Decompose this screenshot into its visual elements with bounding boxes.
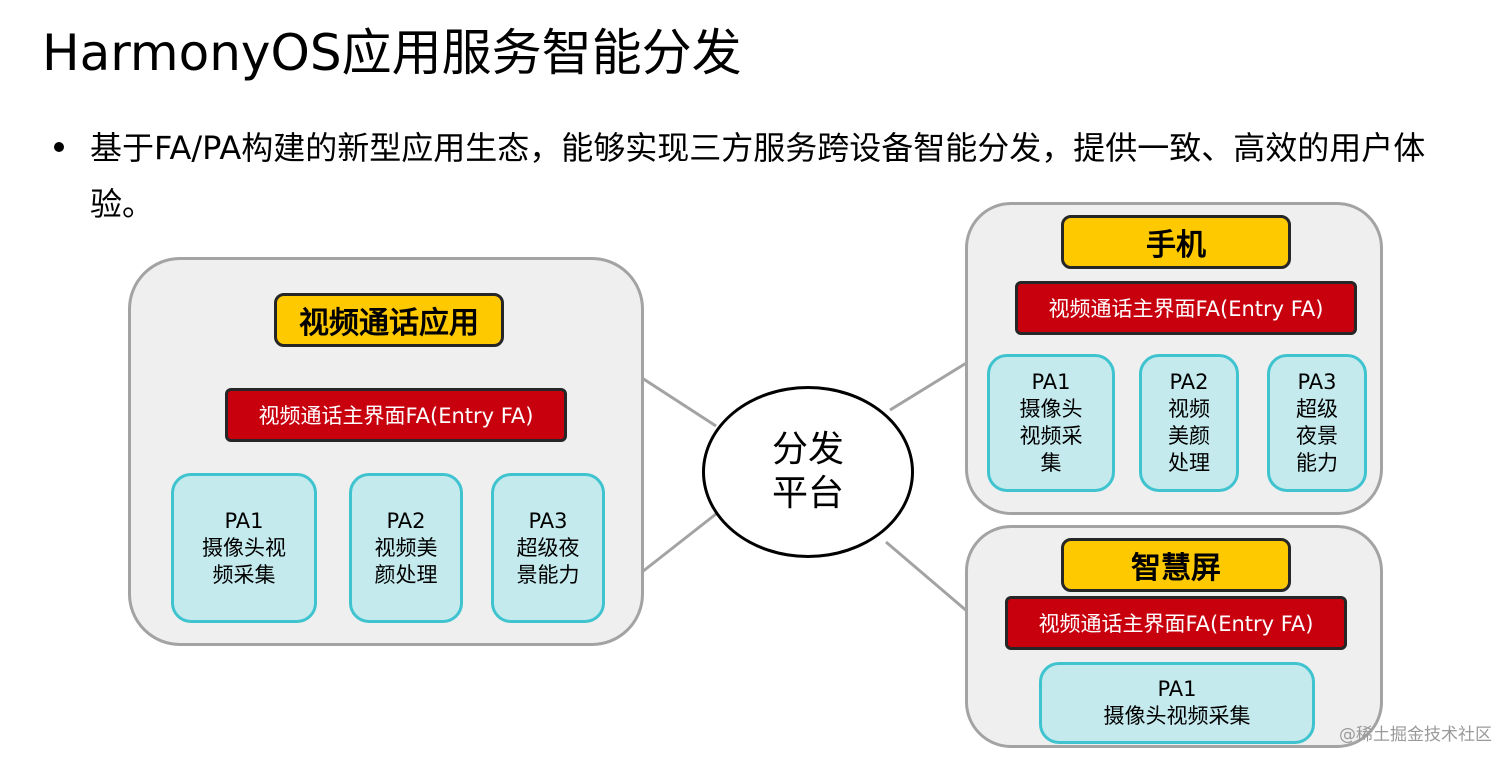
bullet-dot-icon [54,142,64,152]
entry-fa-box: 视频通话主界面FA(Entry FA) [1005,596,1347,650]
pa-line: PA2 [1169,370,1209,394]
video-call-app-group: 视频通话应用 视频通话主界面FA(Entry FA) PA1 摄像头视 频采集 … [128,257,644,646]
entry-fa-box: 视频通话主界面FA(Entry FA) [225,388,567,442]
pa-line: 摄像头 [1019,397,1083,421]
pa-line: 美颜 [1168,424,1210,448]
pa-line: 景能力 [516,562,580,587]
entry-fa-box: 视频通话主界面FA(Entry FA) [1015,281,1357,335]
pa-line: 视频采 [1019,424,1083,448]
connector-right-top [889,360,969,412]
hub-line: 分发 [771,429,844,470]
pa3-box: PA3 超级 夜景 能力 [1267,354,1367,492]
pa-line: PA2 [386,508,426,533]
pa-line: PA3 [528,508,568,533]
smart-screen-group: 智慧屏 视频通话主界面FA(Entry FA) PA1 摄像头视频采集 [965,525,1383,748]
pa1-box: PA1 摄像头视频采集 [1039,662,1315,744]
pa-line: 集 [1040,451,1062,475]
bullet-text: 基于FA/PA构建的新型应用生态，能够实现三方服务跨设备智能分发，提供一致、高效… [90,129,1426,223]
pa2-box: PA2 视频 美颜 处理 [1139,354,1239,492]
connector-left-bottom [641,512,717,574]
hub-line: 平台 [771,473,844,514]
pa2-box: PA2 视频美 颜处理 [349,473,463,623]
pa-line: 摄像头视 [202,535,286,560]
phone-group: 手机 视频通话主界面FA(Entry FA) PA1 摄像头 视频采 集 PA2… [965,202,1383,515]
pa1-box: PA1 摄像头 视频采 集 [987,354,1115,492]
connector-right-bottom [885,540,969,614]
pa-line: 频采集 [212,562,276,587]
group-label: 视频通话应用 [274,293,504,347]
pa3-box: PA3 超级夜 景能力 [491,473,605,623]
pa-line: 超级 [1296,397,1338,421]
pa-line: 处理 [1168,451,1210,475]
pa-line: 颜处理 [374,562,438,587]
distribution-platform-node: 分发 平台 [702,386,914,558]
watermark: @稀土掘金技术社区 [1339,725,1492,745]
pa-line: PA3 [1297,370,1337,394]
group-label: 手机 [1061,215,1291,269]
pa-line: PA1 [1157,677,1197,701]
pa-line: 摄像头视频采集 [1103,704,1251,728]
pa-line: 能力 [1296,451,1338,475]
pa-line: 视频 [1168,397,1210,421]
pa-line: PA1 [1031,370,1071,394]
pa-line: 视频美 [374,535,438,560]
pa-line: PA1 [224,508,264,533]
pa1-box: PA1 摄像头视 频采集 [171,473,317,623]
page-title: HarmonyOS应用服务智能分发 [42,24,742,82]
group-label: 智慧屏 [1061,538,1291,592]
connector-left-top [641,376,717,428]
pa-line: 超级夜 [516,535,580,560]
pa-line: 夜景 [1296,424,1338,448]
